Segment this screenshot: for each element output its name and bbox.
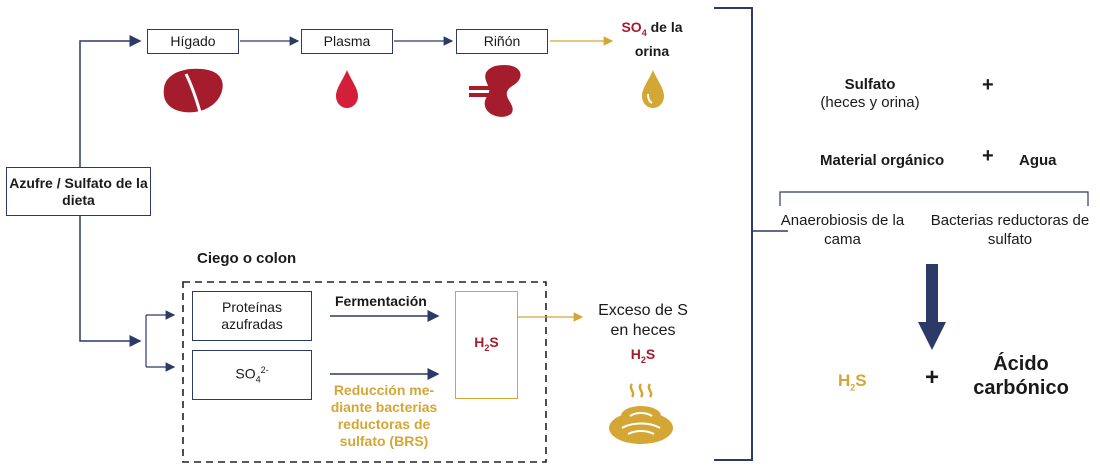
diet-sulfur-box: Azufre / Sulfato de la dieta — [6, 167, 151, 216]
plus-sign-3: + — [925, 364, 940, 391]
kidney-label: Riñón — [483, 33, 521, 49]
liver-icon — [163, 68, 223, 113]
urine-rest-text: de la orina — [634, 19, 683, 59]
sulfate-label: Sulfato — [844, 76, 896, 93]
feces-h2s-subscript: 2 — [640, 354, 646, 365]
sulfate-ion-box: SO42- — [192, 350, 312, 400]
urine-so-text: SO — [621, 19, 642, 35]
urine-so-subscript: 4 — [641, 27, 647, 38]
sulfate-reducing-bacteria-label: Bacterias reductoras de sulfato — [930, 212, 1090, 248]
anaerobiosis-label: Anaerobiosis de la cama — [780, 212, 905, 248]
sulfate-ion-subscript: 4 — [255, 374, 261, 385]
feces-h2s-h: H — [630, 346, 641, 362]
carbonic-acid-label: Ácido carbónico — [973, 353, 1069, 399]
excess-sulfur-label: Exceso de S en heces — [598, 302, 688, 339]
sulfate-ion-charge: 2- — [260, 364, 269, 375]
plasma-box: Plasma — [301, 29, 393, 54]
kidney-box: Riñón — [456, 29, 548, 54]
feces-h2s-s: S — [645, 346, 656, 362]
sulfur-proteins-box: Proteínas azufradas — [192, 291, 312, 341]
liver-box: Hígado — [147, 29, 239, 54]
plus-sign-1: + — [982, 74, 994, 96]
h2s-box-s: S — [489, 333, 499, 350]
h2s-box-h: H — [474, 333, 485, 350]
sulfate-note: (heces y orina) — [820, 94, 920, 111]
down-arrow-icon — [918, 264, 946, 350]
diet-sulfur-label: Azufre / Sulfato de la dieta — [9, 174, 148, 208]
sulfate-ion-label: SO42- — [235, 362, 268, 388]
fermentation-label: Fermentación — [335, 293, 427, 309]
plasma-label: Plasma — [323, 33, 371, 49]
sulfate-reduction-label: Reducción me-diante bacterias reductoras… — [330, 382, 438, 449]
liver-label: Hígado — [170, 33, 216, 49]
kidney-icon — [469, 64, 521, 117]
feces-h2s-label: H2S — [618, 346, 668, 365]
result-h2s-label: H2S — [838, 371, 867, 392]
organic-material-label: Material orgánico — [820, 152, 945, 169]
urine-sulfate-label: SO4 de la orina — [612, 18, 692, 60]
result-h2s-s: S — [855, 371, 867, 390]
water-label: Agua — [1019, 152, 1057, 169]
sulfate-ion-so: SO — [235, 365, 256, 382]
sulfur-proteins-label: Proteínas azufradas — [221, 299, 283, 332]
result-h2s-subscript: 2 — [850, 382, 856, 393]
h2s-box-label: H2S — [474, 334, 498, 357]
urine-drop-icon — [642, 70, 664, 108]
plus-sign-2: + — [982, 145, 994, 167]
result-h2s-h: H — [838, 371, 851, 390]
colon-title: Ciego o colon — [197, 250, 297, 267]
h2s-box-subscript: 2 — [484, 342, 490, 353]
blood-drop-icon — [336, 70, 358, 108]
h2s-box: H2S — [455, 291, 518, 399]
feces-icon — [609, 383, 673, 444]
